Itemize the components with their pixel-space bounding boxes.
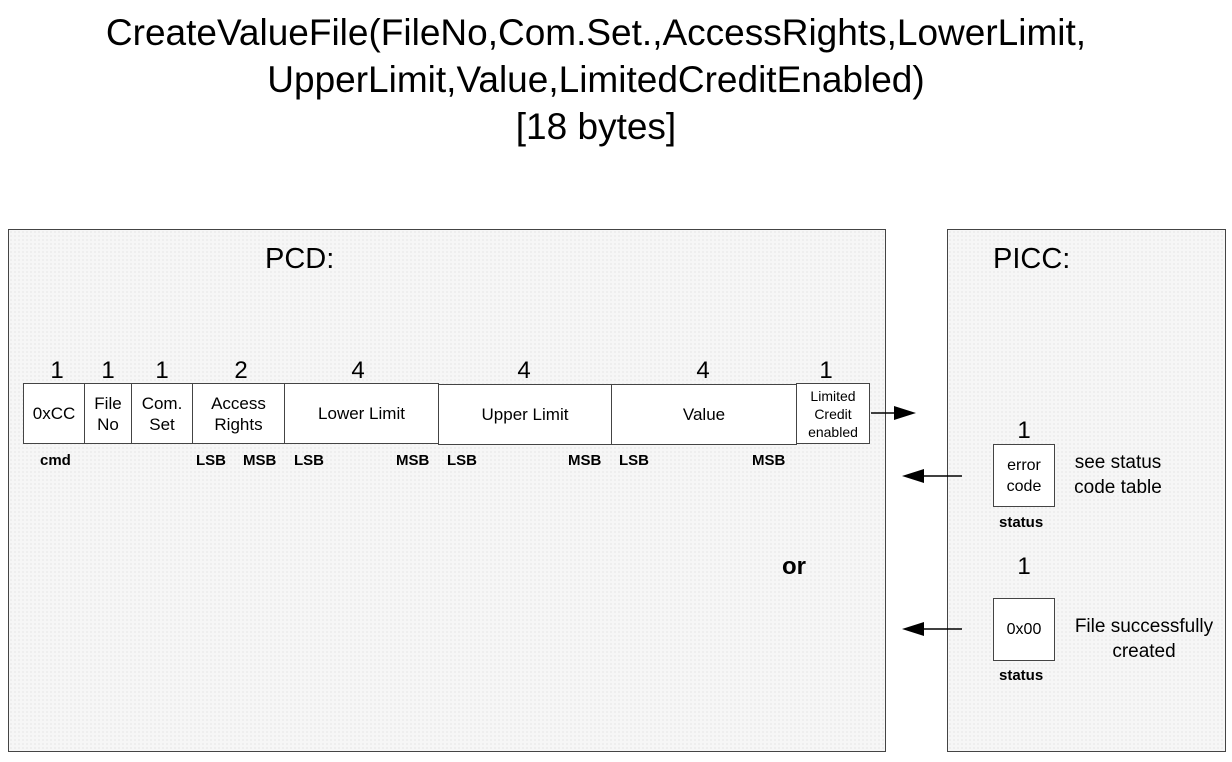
cell-com-set-text: Com. Set xyxy=(141,393,183,434)
arrow-to-picc xyxy=(871,406,916,420)
size-upper-limit: 4 xyxy=(517,357,531,384)
cell-lower-limit: Lower Limit xyxy=(284,383,439,444)
label-status-error: status xyxy=(999,514,1044,531)
label-lower-msb: MSB xyxy=(396,452,430,469)
label-access-lsb: LSB xyxy=(196,452,226,469)
size-success: 1 xyxy=(1017,553,1031,580)
note-error: see status code table xyxy=(1074,452,1162,498)
label-lower-lsb: LSB xyxy=(294,452,324,469)
picc-title: PICC: xyxy=(993,243,1071,275)
cell-value-text: Value xyxy=(682,405,726,424)
cell-error-code-text: error code xyxy=(1006,456,1042,495)
cell-access-rights: Access Rights xyxy=(192,383,285,444)
cell-success-code-text: 0x00 xyxy=(1006,621,1042,638)
label-status-success: status xyxy=(999,667,1044,684)
pcd-title: PCD: xyxy=(265,243,335,275)
label-upper-lsb: LSB xyxy=(447,452,477,469)
arrow-error-to-pcd xyxy=(902,469,962,483)
cell-upper-limit-text: Upper Limit xyxy=(481,405,569,424)
cell-cmd-text: 0xCC xyxy=(32,404,76,423)
pcd-panel xyxy=(8,229,886,752)
cell-file-no: File No xyxy=(84,383,132,444)
size-lower-limit: 4 xyxy=(351,357,365,384)
label-upper-msb: MSB xyxy=(568,452,602,469)
cell-limited-credit: Limited Credit enabled xyxy=(796,383,870,444)
label-value-msb: MSB xyxy=(752,452,786,469)
title-line-1: CreateValueFile(FileNo,Com.Set.,AccessRi… xyxy=(105,12,1087,53)
cell-success-code: 0x00 xyxy=(993,598,1055,661)
title-line-3: [18 bytes] xyxy=(515,106,677,147)
size-access-rights: 2 xyxy=(234,357,248,384)
label-access-msb: MSB xyxy=(243,452,277,469)
cell-error-code: error code xyxy=(993,444,1055,507)
size-value: 4 xyxy=(696,357,710,384)
label-cmd: cmd xyxy=(40,452,71,469)
title-line-2: UpperLimit,Value,LimitedCreditEnabled) xyxy=(267,59,925,100)
cell-lower-limit-text: Lower Limit xyxy=(318,404,405,423)
cell-cmd: 0xCC xyxy=(23,383,85,444)
note-success: File successfully created xyxy=(1074,616,1214,662)
size-error-code: 1 xyxy=(1017,417,1031,444)
size-cmd: 1 xyxy=(50,357,64,384)
cell-limited-credit-text: Limited Credit enabled xyxy=(808,387,858,440)
size-file-no: 1 xyxy=(101,357,115,384)
or-label: or xyxy=(782,553,806,580)
size-limited-credit: 1 xyxy=(819,357,833,384)
arrow-success-to-pcd xyxy=(902,622,962,636)
cell-access-rights-text: Access Rights xyxy=(211,393,266,434)
cell-upper-limit: Upper Limit xyxy=(438,384,612,445)
label-value-lsb: LSB xyxy=(619,452,649,469)
size-com-set: 1 xyxy=(155,357,169,384)
cell-file-no-text: File No xyxy=(94,393,122,434)
